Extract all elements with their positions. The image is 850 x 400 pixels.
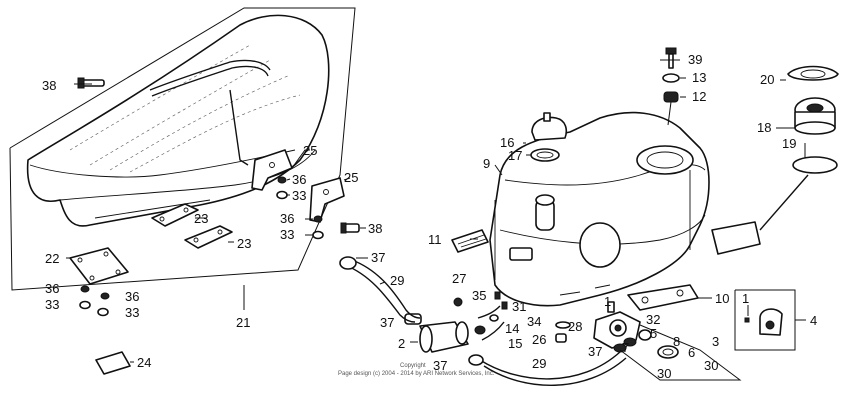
callout-32: 32 (646, 312, 660, 327)
callout-3: 3 (712, 334, 719, 349)
callout-20: 20 (760, 72, 774, 87)
callout-8: 8 (673, 334, 680, 349)
callout-11: 11 (428, 232, 442, 247)
callout-26: 26 (532, 332, 546, 347)
callout-37: 37 (380, 315, 394, 330)
callout-15: 15 (508, 336, 522, 351)
callout-23: 23 (237, 236, 251, 251)
fuel-sender (711, 65, 839, 255)
callout-25: 25 (344, 170, 358, 185)
callout-37: 37 (588, 344, 602, 359)
tank-emblem (451, 229, 489, 253)
callout-29: 29 (390, 273, 404, 288)
small-bracket (95, 351, 131, 375)
callout-36: 36 (45, 281, 59, 296)
callout-10: 10 (715, 291, 729, 306)
callout-6: 6 (688, 345, 695, 360)
callout-34: 34 (527, 314, 541, 329)
callout-7: 7 (622, 340, 629, 355)
callout-29: 29 (532, 356, 546, 371)
callout-28: 28 (568, 319, 582, 334)
seat-group-outline (9, 7, 356, 291)
callout-23: 23 (194, 211, 208, 226)
seat-bracket-upper (251, 149, 293, 191)
callout-36: 36 (280, 211, 294, 226)
callout-30: 30 (657, 366, 671, 381)
seat-hinge-lower (184, 225, 233, 249)
seat-hinge-upper (151, 203, 199, 227)
callout-33: 33 (292, 188, 306, 203)
leader-lines (66, 59, 806, 381)
callout-35: 35 (472, 288, 486, 303)
callout-25: 25 (303, 143, 317, 158)
callout-38: 38 (42, 78, 56, 93)
callout-1: 1 (604, 294, 611, 309)
callout-24: 24 (137, 355, 151, 370)
callout-1: 1 (742, 291, 749, 306)
small-hardware (453, 291, 571, 343)
callout-36: 36 (292, 172, 306, 187)
callout-37: 37 (371, 250, 385, 265)
callout-17: 17 (508, 148, 522, 163)
fuel-hose-lower (468, 351, 627, 386)
callout-2: 2 (398, 336, 405, 351)
tank-mount-hardware (662, 47, 680, 126)
hardware-washers (79, 176, 324, 317)
hose-clips (613, 343, 679, 359)
callout-39: 39 (688, 52, 702, 67)
callout-27: 27 (452, 271, 466, 286)
callout-14: 14 (505, 321, 519, 336)
callout-31: 31 (512, 299, 526, 314)
mounting-plate (69, 247, 129, 285)
fuel-cap (530, 112, 568, 162)
callout-22: 22 (45, 251, 59, 266)
vent-hoses (474, 305, 505, 341)
copyright-line-1: Copyright (400, 363, 426, 369)
copyright-line-2: Page design (c) 2004 - 2014 by ARI Netwo… (338, 371, 495, 377)
seat-bracket-lower (309, 177, 345, 223)
callout-37: 37 (433, 358, 447, 373)
callout-33: 33 (125, 305, 139, 320)
fuel-cock (593, 301, 652, 349)
callout-33: 33 (45, 297, 59, 312)
fuel-valve-box (734, 289, 796, 351)
fuel-tank (489, 111, 710, 307)
callout-12: 12 (692, 89, 706, 104)
callout-labels: 38 38 25 25 36 33 36 33 23 23 22 36 33 3… (42, 52, 817, 381)
callout-36: 36 (125, 289, 139, 304)
fuel-hose-upper (339, 256, 421, 323)
callout-18: 18 (757, 120, 771, 135)
callout-16: 16 (500, 135, 514, 150)
callout-33: 33 (280, 227, 294, 242)
callout-38: 38 (368, 221, 382, 236)
callout-4: 4 (810, 313, 817, 328)
seat-bolt (77, 77, 105, 89)
fuel-filter (404, 313, 469, 353)
callout-21: 21 (236, 315, 250, 330)
tank-bracket (627, 284, 699, 311)
callout-13: 13 (692, 70, 706, 85)
callout-19: 19 (782, 136, 796, 151)
callout-30: 30 (704, 358, 718, 373)
callout-9: 9 (483, 156, 490, 171)
tank-bolt (340, 222, 360, 234)
callout-5: 5 (650, 326, 657, 341)
